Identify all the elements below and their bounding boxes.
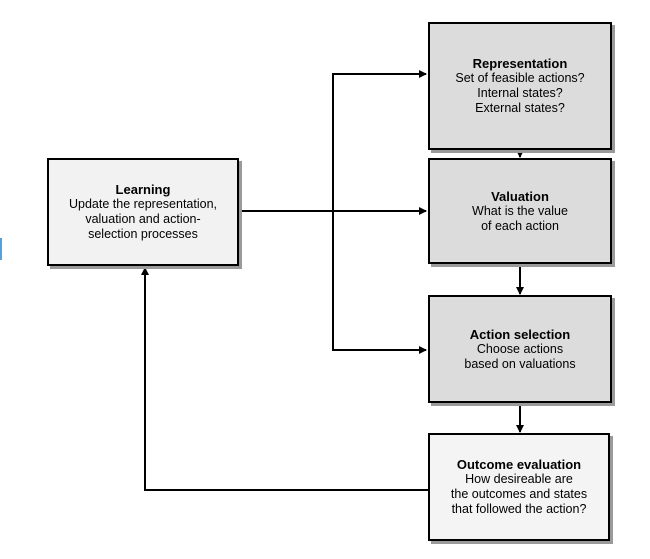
action-selection-box: Action selection Choose actions based on…: [428, 295, 612, 403]
outcome-evaluation-line: How desireable are: [465, 472, 573, 486]
outcome-evaluation-box: Outcome evaluation How desireable are th…: [428, 433, 610, 541]
learning-line: selection processes: [88, 227, 198, 241]
valuation-box: Valuation What is the value of each acti…: [428, 158, 612, 264]
action-selection-line: Choose actions: [476, 341, 564, 356]
outcome-evaluation-line: the outcomes and states: [450, 487, 588, 501]
representation-title: Representation: [472, 56, 568, 71]
action-selection-line: based on valuations: [464, 356, 576, 371]
learning-box: Learning Update the representation, valu…: [47, 158, 239, 266]
edge-marker: [0, 238, 2, 260]
valuation-line: What is the value: [472, 203, 568, 218]
learning-line: Update the representation,: [68, 197, 218, 211]
outcome-evaluation-line: that followed the action?: [451, 502, 587, 516]
arrow-outcome-to-learning: [141, 267, 428, 491]
learning-line: valuation and action-: [85, 212, 201, 226]
representation-box: Representation Set of feasible actions? …: [428, 22, 612, 150]
outcome-evaluation-title: Outcome evaluation: [456, 457, 582, 472]
action-selection-title: Action selection: [469, 326, 571, 342]
valuation-line: of each action: [481, 218, 559, 233]
valuation-title: Valuation: [491, 188, 549, 204]
representation-line: External states?: [475, 101, 565, 115]
learning-title: Learning: [115, 182, 171, 197]
representation-line: Internal states?: [477, 86, 563, 100]
representation-line: Set of feasible actions?: [455, 71, 585, 85]
